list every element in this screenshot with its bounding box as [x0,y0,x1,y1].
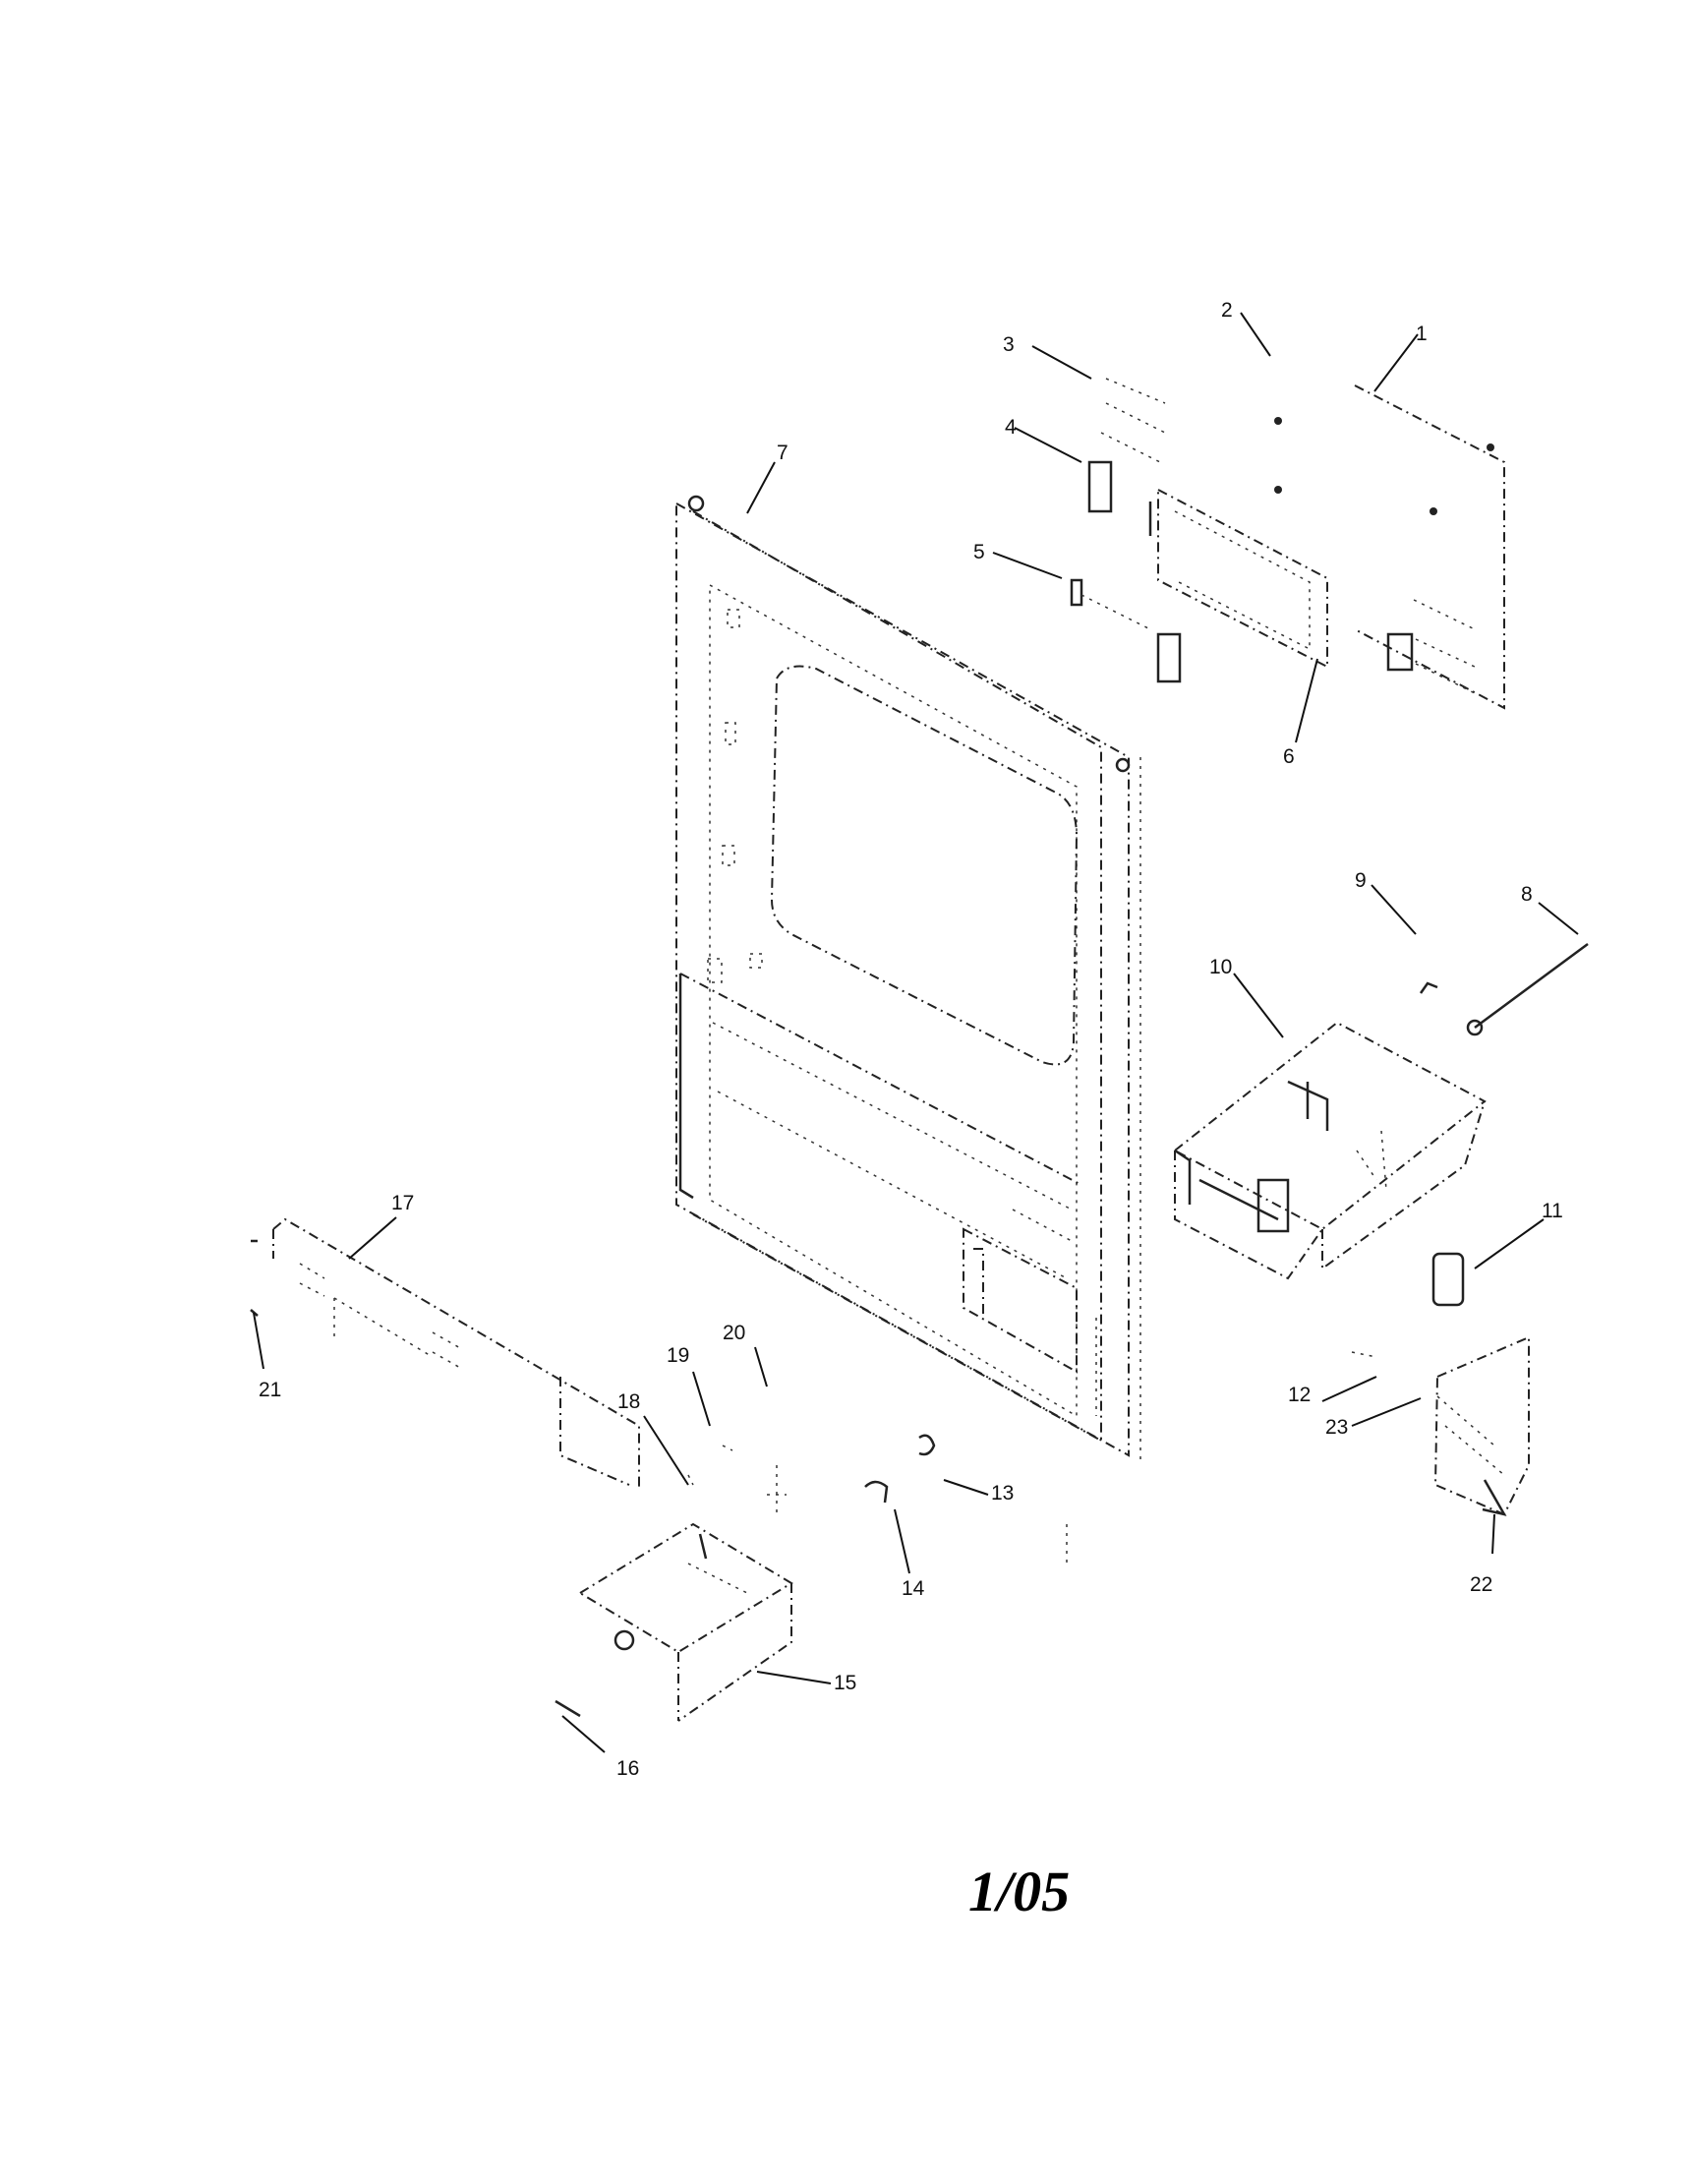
callout-16: 16 [616,1757,639,1780]
callout-2: 2 [1221,299,1233,322]
callout-13: 13 [991,1482,1014,1505]
callout-21: 21 [259,1379,281,1401]
lower-box-part [578,1522,793,1722]
callout-18: 18 [617,1390,640,1413]
leader-lines [253,312,1579,1753]
callout-14: 14 [902,1577,925,1600]
revision-date: 1/05 [968,1859,1071,1923]
callout-4: 4 [1005,416,1017,439]
callout-12: 12 [1288,1384,1311,1406]
callout-7: 7 [777,442,788,464]
lower-right-bracket-part [1351,1252,1530,1516]
callout-19: 19 [667,1344,689,1367]
callout-8: 8 [1521,883,1533,906]
callout-5: 5 [973,541,985,563]
door-panel-part [675,495,1141,1460]
callout-20: 20 [723,1322,745,1344]
hinge-pieces-part [1070,378,1182,683]
hinge-bracket-assembly-part [1148,384,1505,710]
callout-9: 9 [1355,869,1367,892]
callout-11: 11 [1542,1200,1563,1222]
callout-6: 6 [1283,745,1295,768]
small-fastener-parts [250,1239,1068,1718]
rod-and-clip-part [1419,942,1589,1036]
latch-box-part [1173,1021,1487,1280]
callout-23: 23 [1325,1416,1348,1439]
callout-1: 1 [1416,323,1428,345]
callout-17: 17 [391,1192,414,1214]
callout-labels: 1 2 3 4 5 6 7 8 9 10 11 12 13 14 15 16 1… [259,299,1563,1780]
callout-10: 10 [1209,956,1232,978]
kick-panel-part [272,1217,640,1490]
callout-22: 22 [1470,1573,1492,1596]
callout-15: 15 [834,1672,856,1694]
callout-3: 3 [1003,333,1015,356]
